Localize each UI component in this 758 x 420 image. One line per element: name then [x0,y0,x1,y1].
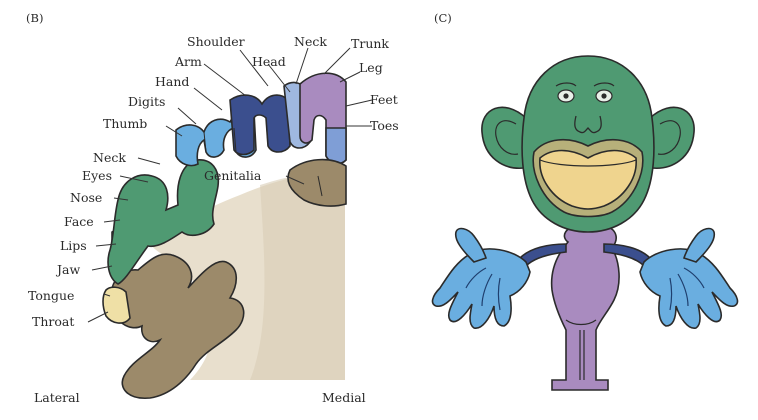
label-shoulder: Shoulder [187,34,245,49]
label-jaw: Jaw [55,262,80,277]
label-trunk: Trunk [351,36,389,51]
label-head: Head [252,54,286,69]
label-arm: Arm [174,54,202,69]
label-feet: Feet [370,92,398,107]
label-hand: Hand [155,74,189,89]
label-neck-top: Neck [294,34,327,49]
label-thumb: Thumb [103,116,147,131]
throat-region [103,287,130,323]
label-tongue: Tongue [28,288,74,303]
panel-label-b: (B) [26,11,43,25]
label-digits: Digits [128,94,165,109]
panel-label-c: (C) [434,11,452,25]
label-throat: Throat [32,314,74,329]
toes-region [326,128,346,163]
label-eyes: Eyes [82,168,112,183]
label-neck-left: Neck [93,150,126,165]
label-nose: Nose [70,190,102,205]
label-leg: Leg [359,60,383,75]
label-medial: Medial [322,390,366,405]
label-face: Face [64,214,94,229]
label-genitalia: Genitalia [204,168,262,183]
left-pupil [563,93,568,98]
right-pupil [601,93,606,98]
label-lips: Lips [60,238,87,253]
label-lateral: Lateral [34,390,80,405]
label-toes: Toes [370,118,399,133]
